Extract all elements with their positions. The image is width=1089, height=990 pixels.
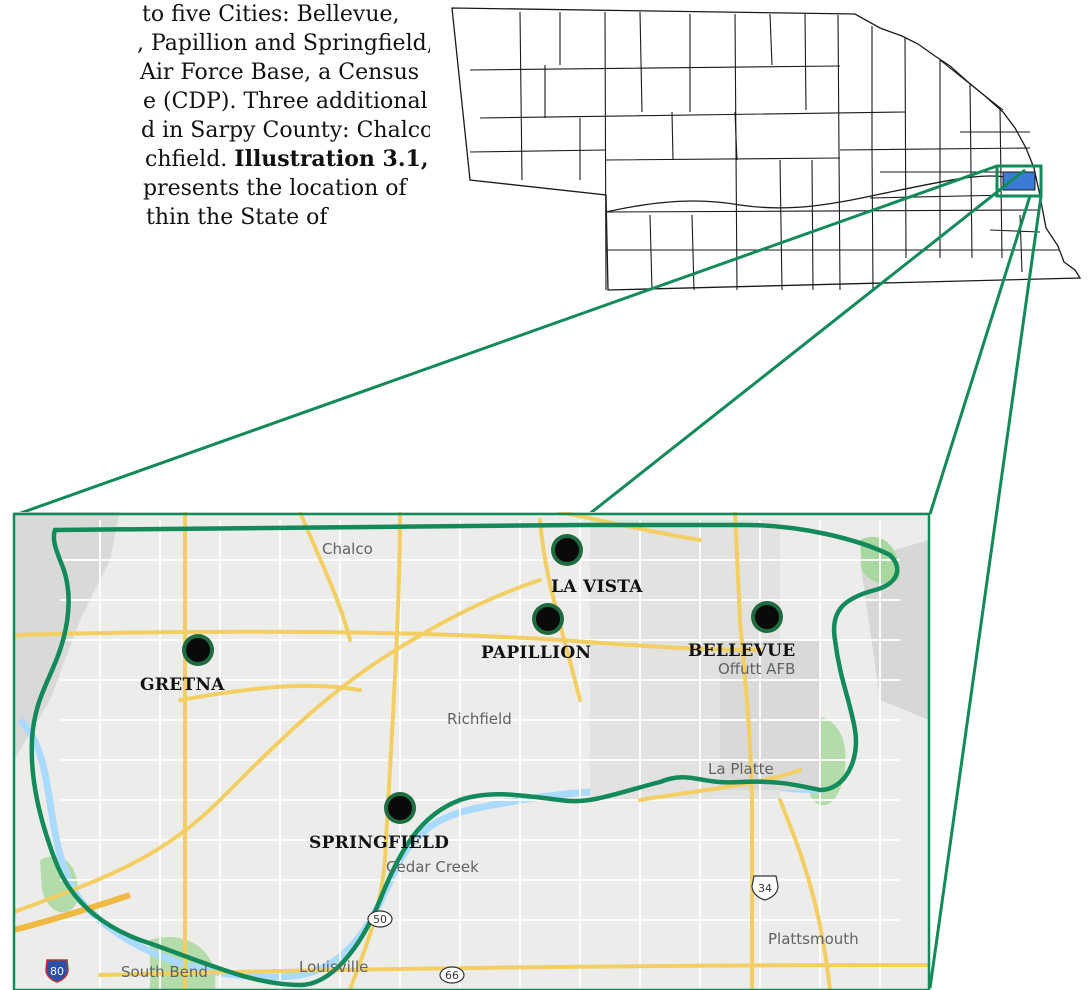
sarpy-county-boundary: [29, 522, 900, 988]
city-marker-springfield: SPRINGFIELD: [309, 792, 449, 853]
us-34-shield-icon: 34: [751, 875, 779, 901]
zoom-indicator-box: [995, 164, 1043, 198]
illustration-reference: Illustration 3.1,: [234, 146, 429, 172]
road-shields: 34 50 66 80: [45, 875, 779, 984]
zoom-connector-lines: [17, 164, 1043, 989]
i-80-shield-icon: 80: [45, 959, 69, 983]
svg-text:34: 34: [758, 882, 772, 895]
ne-66-shield-icon: 66: [439, 966, 465, 984]
text-line: presents the location of: [143, 176, 407, 201]
text-line: to five Cities: Bellevue,: [142, 2, 400, 27]
inset-map-frame: [12, 512, 931, 990]
city-markers: LA VISTA PAPILLION BELLEVUE GRETNA SPRIN…: [140, 534, 796, 853]
svg-text:66: 66: [445, 969, 459, 982]
city-label-springfield: SPRINGFIELD: [309, 833, 449, 853]
city-marker-gretna: GRETNA: [140, 634, 225, 695]
inset-map: [14, 512, 929, 990]
svg-text:80: 80: [50, 965, 64, 978]
place-labels: Chalco Offutt AFB Richfield La Platte Ce…: [121, 540, 859, 981]
city-marker-la-vista: LA VISTA: [551, 534, 643, 597]
text-line: Air Force Base, a Census: [140, 60, 420, 85]
place-label-richfield: Richfield: [447, 710, 512, 728]
city-label-gretna: GRETNA: [140, 675, 225, 695]
place-label-louisville: Louisville: [299, 958, 368, 976]
place-label-offutt: Offutt AFB: [718, 660, 795, 678]
paragraph-text: to five Cities: Bellevue, , Papillion an…: [0, 0, 430, 232]
text-fragment: chfield.: [145, 147, 235, 172]
city-label-bellevue: BELLEVUE: [688, 641, 796, 661]
text-line: chfield. Illustration 3.1,: [0, 145, 430, 174]
place-label-south-bend: South Bend: [121, 963, 208, 981]
place-label-la-platte: La Platte: [708, 760, 774, 778]
place-label-chalco: Chalco: [322, 540, 373, 558]
city-marker-bellevue: BELLEVUE: [688, 601, 796, 661]
city-marker-papillion: PAPILLION: [481, 603, 591, 663]
svg-text:50: 50: [373, 913, 387, 926]
ne-50-shield-icon: 50: [367, 910, 393, 928]
highways: [14, 512, 929, 990]
place-label-plattsmouth: Plattsmouth: [768, 930, 859, 948]
city-label-papillion: PAPILLION: [481, 643, 591, 663]
sarpy-county-highlight: [1002, 171, 1036, 191]
place-label-cedar-creek: Cedar Creek: [386, 858, 479, 876]
text-line: d in Sarpy County: Chalco,: [141, 118, 430, 143]
text-line: e (CDP). Three additional: [143, 89, 428, 114]
text-line: , Papillion and Springfield,: [137, 31, 430, 56]
city-label-la-vista: LA VISTA: [551, 577, 643, 597]
text-line: thin the State of: [146, 205, 328, 230]
